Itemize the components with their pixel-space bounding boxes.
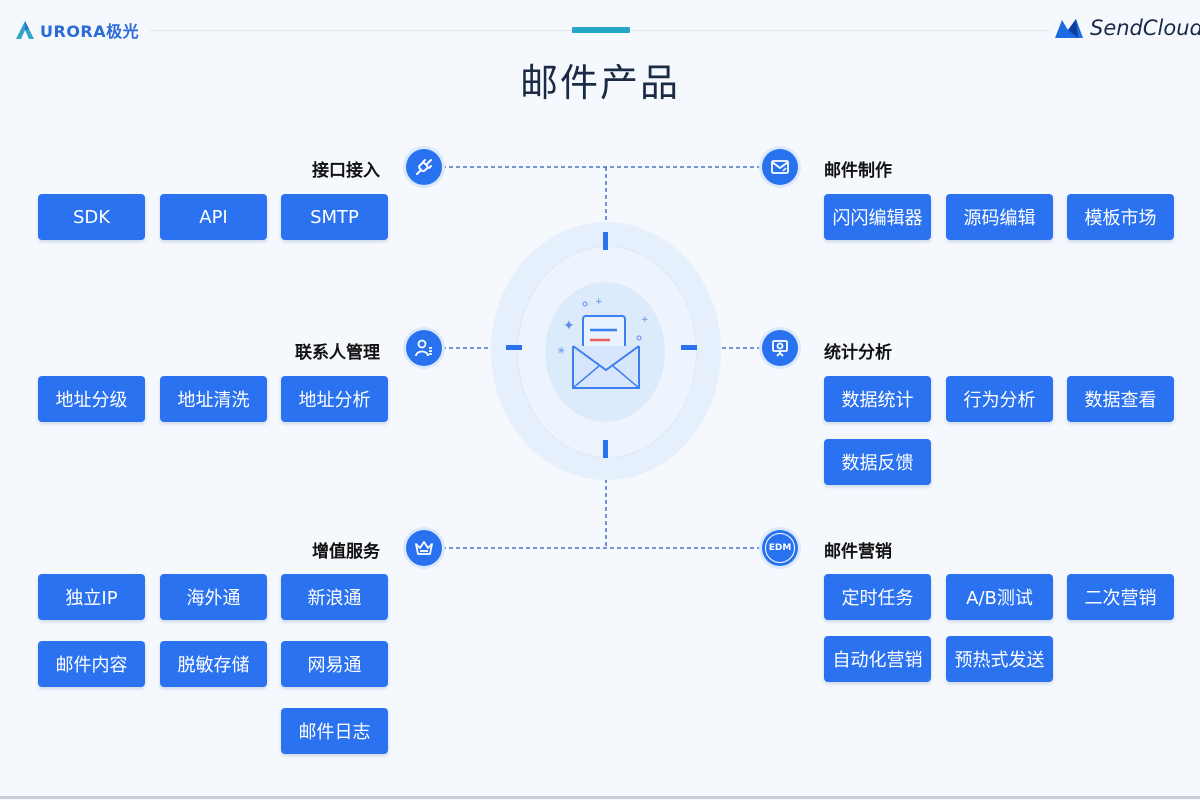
sdk-button[interactable]: SDK bbox=[38, 194, 145, 240]
api-button[interactable]: API bbox=[160, 194, 267, 240]
svg-text:✳: ✳ bbox=[557, 346, 565, 357]
svg-text:✦: ✦ bbox=[563, 318, 575, 334]
aurora-mark-icon bbox=[16, 21, 34, 39]
automation-marketing-button[interactable]: 自动化营销 bbox=[824, 636, 931, 682]
behavior-analysis-button[interactable]: 行为分析 bbox=[946, 376, 1053, 422]
aurora-logo-text: URORA极光 bbox=[40, 22, 140, 41]
overseas-button[interactable]: 海外通 bbox=[160, 574, 267, 620]
smtp-button[interactable]: SMTP bbox=[281, 194, 388, 240]
svg-text:+: + bbox=[641, 315, 649, 325]
template-market-button[interactable]: 模板市场 bbox=[1067, 194, 1174, 240]
ab-test-button[interactable]: A/B测试 bbox=[946, 574, 1053, 620]
address-cleaning-button[interactable]: 地址清洗 bbox=[160, 376, 267, 422]
dedicated-ip-button[interactable]: 独立IP bbox=[38, 574, 145, 620]
plug-icon bbox=[406, 149, 442, 185]
page-title: 邮件产品 bbox=[519, 61, 680, 105]
category-title-contact-management: 联系人管理 bbox=[295, 343, 380, 363]
crown-icon bbox=[406, 530, 442, 566]
bottom-border bbox=[0, 796, 1200, 799]
email-log-button[interactable]: 邮件日志 bbox=[281, 708, 388, 754]
sina-button[interactable]: 新浪通 bbox=[281, 574, 388, 620]
desensitized-storage-button[interactable]: 脱敏存储 bbox=[160, 641, 267, 687]
edm-icon: EDM bbox=[762, 530, 798, 566]
scheduled-task-button[interactable]: 定时任务 bbox=[824, 574, 931, 620]
envelope-icon: ✦ + + ✳ bbox=[557, 297, 649, 389]
data-feedback-button[interactable]: 数据反馈 bbox=[824, 439, 931, 485]
contact-icon bbox=[406, 330, 442, 366]
data-statistics-button[interactable]: 数据统计 bbox=[824, 376, 931, 422]
data-view-button[interactable]: 数据查看 bbox=[1067, 376, 1174, 422]
aurora-logo: URORA极光 bbox=[14, 18, 139, 42]
address-grading-button[interactable]: 地址分级 bbox=[38, 376, 145, 422]
sendcloud-mark-icon bbox=[1055, 19, 1083, 38]
netease-button[interactable]: 网易通 bbox=[281, 641, 388, 687]
remarketing-button[interactable]: 二次营销 bbox=[1067, 574, 1174, 620]
source-editor-button[interactable]: 源码编辑 bbox=[946, 194, 1053, 240]
category-title-api-access: 接口接入 bbox=[312, 161, 380, 181]
category-title-value-added-services: 增值服务 bbox=[312, 542, 380, 562]
edm-icon-label: EDM bbox=[765, 533, 795, 563]
sendcloud-logo: SendCloud bbox=[1054, 16, 1200, 40]
sendcloud-logo-text: SendCloud bbox=[1090, 16, 1200, 40]
presentation-chart-icon bbox=[762, 330, 798, 366]
mail-edit-icon bbox=[762, 149, 798, 185]
flash-editor-button[interactable]: 闪闪编辑器 bbox=[824, 194, 931, 240]
svg-text:+: + bbox=[595, 297, 603, 307]
warmup-sending-button[interactable]: 预热式发送 bbox=[946, 636, 1053, 682]
email-content-button[interactable]: 邮件内容 bbox=[38, 641, 145, 687]
category-title-statistics: 统计分析 bbox=[824, 343, 892, 363]
category-title-email-marketing: 邮件营销 bbox=[824, 542, 892, 562]
header-accent-bar bbox=[572, 27, 630, 33]
category-title-email-creation: 邮件制作 bbox=[824, 161, 892, 181]
address-analysis-button[interactable]: 地址分析 bbox=[281, 376, 388, 422]
